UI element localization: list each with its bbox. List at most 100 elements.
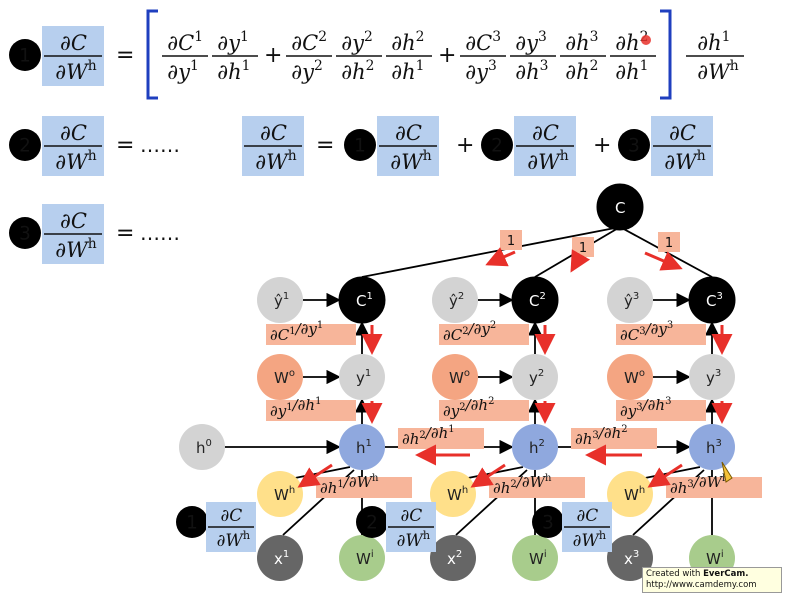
top-gradient-box: [500, 230, 522, 250]
pen-cursor-icon: [721, 461, 733, 483]
grad-dh3-dh2: ∂h3/∂h2: [571, 424, 657, 449]
eq1-term1-factor: ∂y1∂h1: [212, 29, 258, 84]
grad-dh-dw: ∂h3/∂Wh: [666, 473, 762, 498]
number-circle: [356, 506, 388, 538]
sum-term-number: 3: [618, 129, 650, 161]
node-circle: [689, 424, 735, 470]
node-circle: [257, 471, 303, 517]
node-wo: Wo: [257, 354, 303, 400]
number-circle: [532, 506, 564, 538]
node-label: x1: [274, 549, 289, 568]
node-h: h3: [689, 424, 735, 470]
node-label: y3: [706, 368, 721, 387]
node-circle: [432, 277, 478, 323]
gradient-text: ∂C2/∂y2: [443, 320, 496, 344]
frac-numerator: ∂h2: [391, 29, 424, 55]
gradient-box: [666, 477, 762, 498]
lhs-fraction: ∂C∂Wh: [44, 31, 102, 84]
frac-numerator: ∂y2: [341, 29, 373, 55]
eq1-term2-factor: ∂h2∂h1: [386, 29, 432, 84]
frac-denominator: ∂Wh: [217, 529, 251, 551]
frac-denominator: ∂Wh: [55, 236, 96, 262]
frac-denominator: ∂h1: [391, 58, 424, 84]
sum-term-fraction: ∂C∂Wh: [377, 116, 439, 176]
number-label: 3: [628, 135, 640, 156]
bottom-number: 2: [356, 506, 388, 538]
node-yhat: ŷ2: [432, 277, 478, 323]
grad-dc-dy: ∂C2/∂y2: [439, 320, 529, 345]
top-gradient: 1: [500, 230, 522, 250]
frac-numerator: ∂C: [532, 121, 559, 145]
gradient-box: [616, 400, 706, 421]
eq1-plus: +: [264, 43, 282, 68]
frac-denominator: ∂Wh: [664, 148, 705, 174]
node-circle: [430, 535, 476, 581]
node-x: x3: [607, 535, 653, 581]
evercam-watermark: Created with EverCam. http://www.camdemy…: [642, 567, 782, 593]
gradient-text: ∂h2/∂h1: [402, 424, 455, 448]
frac-denominator: ∂h2: [341, 58, 374, 84]
frac-numerator: ∂C2: [291, 29, 327, 55]
number-circle: [618, 129, 650, 161]
lhs-fraction: ∂C∂Wh: [44, 209, 102, 262]
node-label: Wo: [449, 368, 470, 387]
sum-equals: =: [316, 133, 334, 158]
frac-numerator: ∂C: [576, 506, 598, 526]
watermark-brand: EverCam.: [703, 569, 749, 579]
grad-dc-dy: ∂C3/∂y3: [616, 320, 706, 345]
frac-numerator: ∂h3: [565, 29, 598, 55]
node-label: Wi: [356, 549, 374, 568]
node-circle: [430, 471, 476, 517]
node-circle: [257, 277, 303, 323]
gradient-text: ∂y2/∂h2: [443, 396, 494, 420]
node-circle: [339, 535, 385, 581]
grad-dh-dw: ∂h1/∂Wh: [316, 473, 412, 498]
number-label: 1: [186, 512, 198, 533]
node-label: h1: [356, 438, 372, 457]
bottom-fraction: ∂C∂Wh: [386, 502, 436, 552]
eq1-term2-factor: ∂y2∂h2: [336, 29, 382, 84]
grad-dy-dh: ∂y3/∂h3: [616, 396, 706, 421]
bottom-fraction: ∂C∂Wh: [206, 502, 256, 552]
node-h: h1: [339, 424, 385, 470]
frac-denominator: ∂y3: [465, 58, 497, 84]
gradient-text: ∂y1/∂h1: [270, 396, 321, 420]
lhs-fraction: ∂C∂Wh: [44, 121, 102, 174]
number-circle: [176, 506, 208, 538]
node-yhat: ŷ1: [257, 277, 303, 323]
number-label: 2: [491, 135, 503, 156]
node-label: C: [615, 199, 625, 217]
frac-denominator: ∂Wh: [527, 148, 568, 174]
frac-denominator: ∂y2: [291, 58, 323, 84]
node-circle: [607, 354, 653, 400]
frac-denominator: ∂Wh: [255, 148, 296, 174]
gradient-text: ∂h1/∂Wh: [320, 473, 379, 497]
eq1-term3-factor: ∂h3∂h2: [560, 29, 606, 84]
node-circle: [257, 535, 303, 581]
node-label: C1: [356, 291, 373, 310]
eq1-term3-factor: ∂h2∂h1: [610, 29, 656, 84]
node-label: C2: [529, 291, 546, 310]
bottom-fraction-inner: ∂C∂Wh: [564, 506, 610, 551]
grad-dy-dh: ∂y1/∂h1: [266, 396, 356, 421]
number-circle: [481, 129, 513, 161]
node-circle: [512, 354, 558, 400]
gradient-box: [571, 428, 657, 449]
left-bracket: [146, 9, 158, 100]
node-circle: [689, 354, 735, 400]
node-circle: [339, 424, 385, 470]
node-label: Wh: [624, 485, 645, 504]
node-circle: [511, 276, 559, 324]
eq1-equals: =: [116, 43, 134, 68]
bottom-fraction-inner: ∂C∂Wh: [388, 506, 434, 551]
eq1-plus: +: [438, 43, 456, 68]
grad-dy-dh: ∂y2/∂h2: [439, 396, 529, 421]
bottom-fraction-inner: ∂C∂Wh: [208, 506, 254, 551]
watermark-prefix: Created with: [646, 569, 701, 579]
right-bracket: [660, 9, 672, 100]
gradient-box: [616, 324, 706, 345]
node-wo: Wo: [432, 354, 478, 400]
node-h: h2: [512, 424, 558, 470]
gradient-box: [489, 477, 585, 498]
frac-numerator: ∂C: [669, 121, 696, 145]
